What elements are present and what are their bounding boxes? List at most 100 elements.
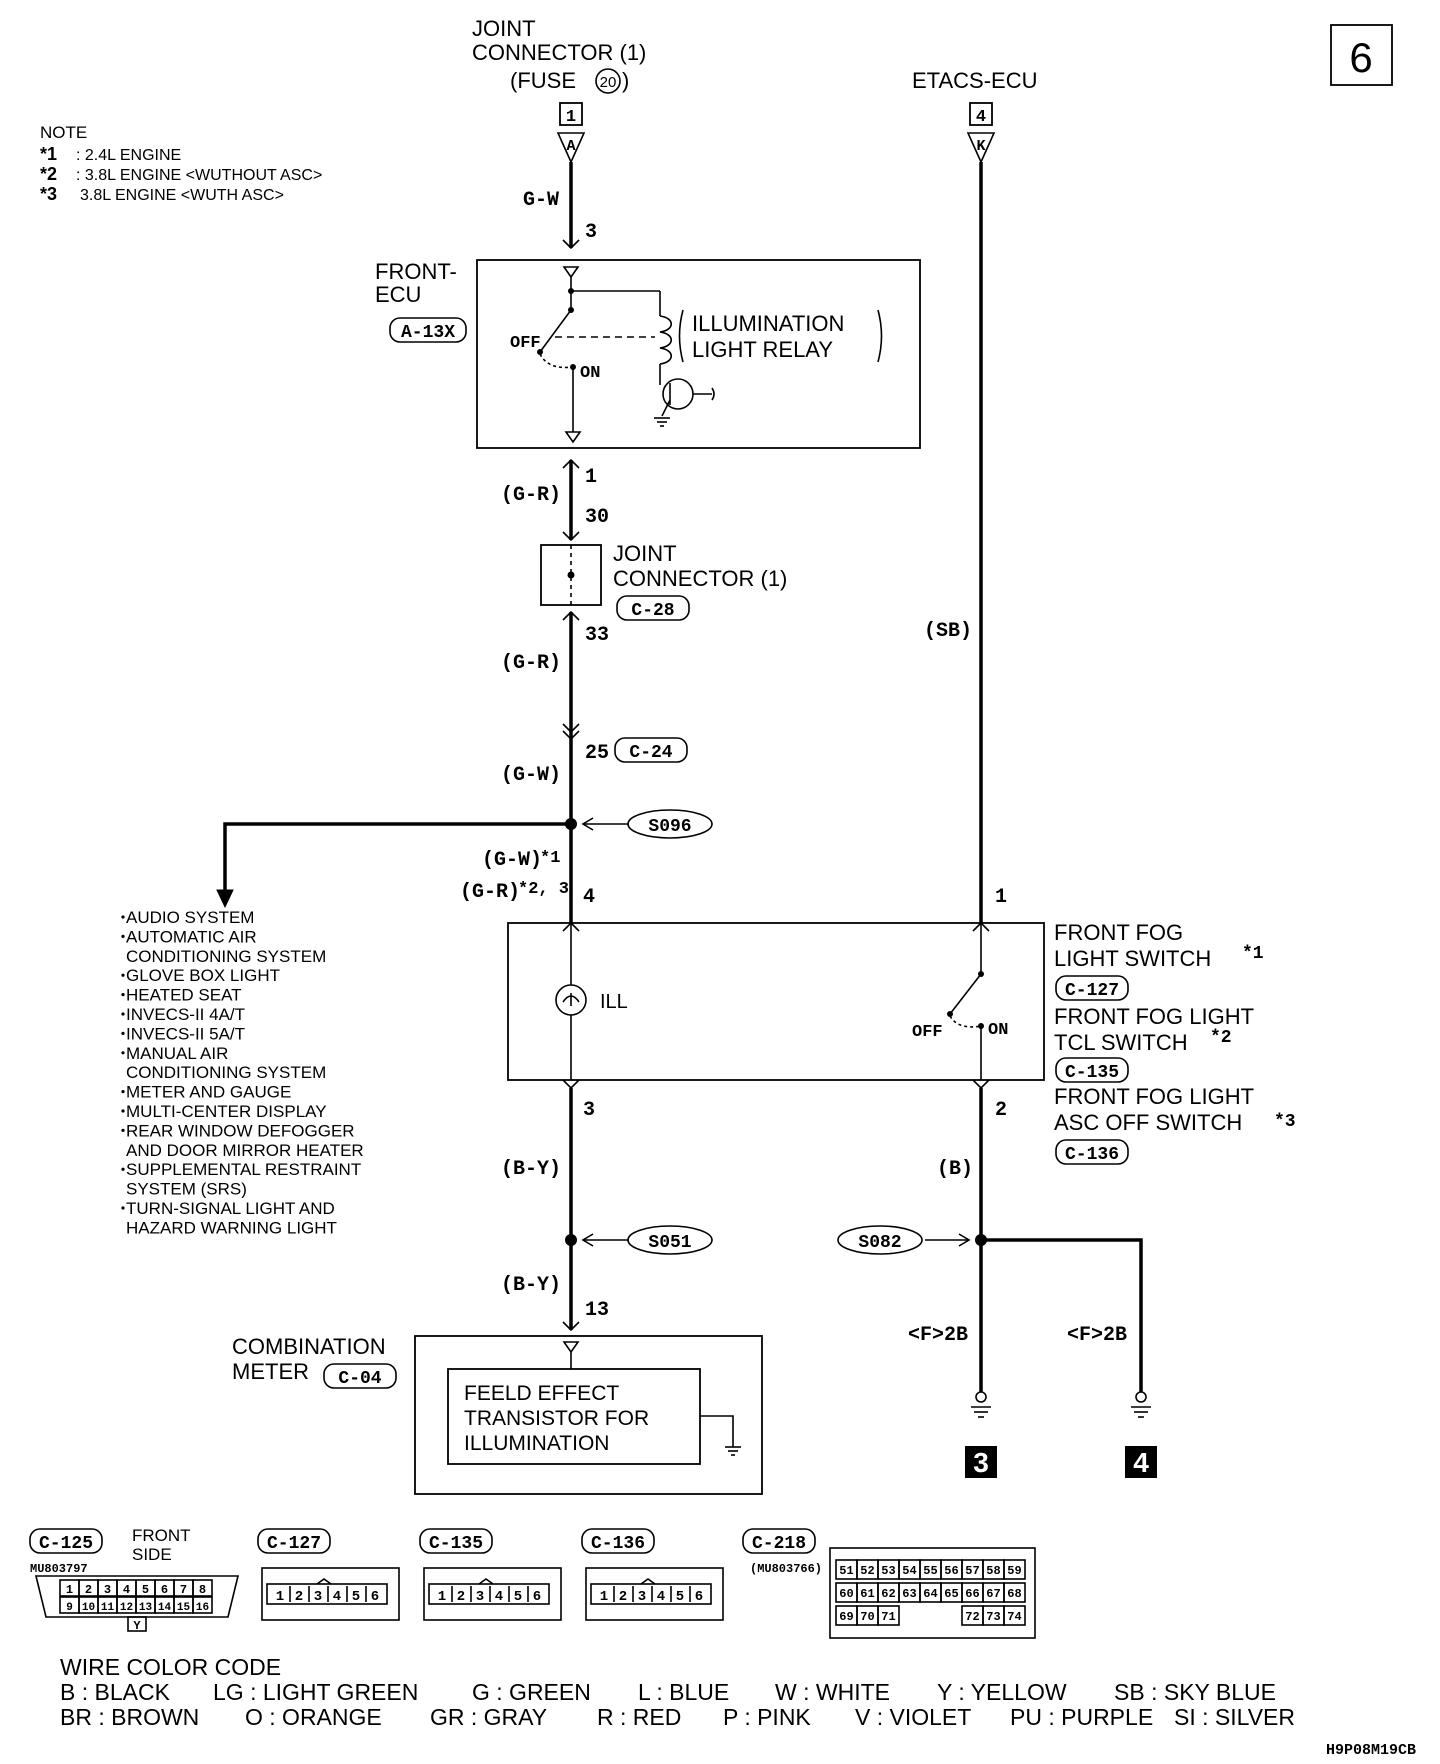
pin-label: 57	[965, 1564, 979, 1578]
wire-color-by-1: (B-Y)	[501, 1158, 561, 1181]
switch-1-line-2: LIGHT SWITCH	[1054, 946, 1211, 971]
switch-off: OFF	[912, 1023, 943, 1042]
pin-label: 68	[1007, 1587, 1021, 1601]
joint-connector-c28: JOINT CONNECTOR (1) C-28	[540, 541, 787, 621]
pin-c24: 25	[585, 742, 609, 765]
meter-label-2: METER	[232, 1359, 309, 1384]
etacs-terminal: K	[976, 138, 985, 155]
pin-row	[428, 1583, 550, 1605]
meter-label-1: COMBINATION	[232, 1334, 386, 1359]
pin-ecu-in: 3	[585, 221, 597, 244]
branch-system-item: TURN-SIGNAL LIGHT AND	[126, 1199, 335, 1218]
note-title: NOTE	[40, 123, 87, 142]
bullet-icon	[121, 934, 125, 939]
wire-color-entry: GR : GRAY	[430, 1704, 547, 1730]
wire-color-entry: BR : BROWN	[60, 1704, 199, 1730]
branch-system-item: SYSTEM (SRS)	[126, 1180, 247, 1199]
relay-off: OFF	[510, 334, 541, 353]
pin-label: 3	[314, 1589, 322, 1605]
pin-row	[266, 1583, 388, 1605]
pin-label: 7	[180, 1583, 187, 1597]
pin-jc-in: 30	[585, 506, 609, 529]
pin-label: 12	[120, 1602, 133, 1614]
branch-system-item: MANUAL AIR	[126, 1044, 228, 1063]
bracket-icon	[877, 309, 883, 363]
c127-badge	[257, 1528, 331, 1554]
ground-ref-b: <F>2B	[1067, 1324, 1127, 1347]
pin-cell	[877, 1605, 900, 1626]
ground-b: 4	[1125, 1391, 1157, 1478]
wire-color-by-2: (B-Y)	[501, 1274, 561, 1297]
pin-label: 9	[66, 1602, 73, 1614]
c136-id: C-136	[591, 1534, 645, 1554]
fuse-number-circle	[595, 68, 621, 94]
terminal-mark	[562, 1079, 580, 1090]
front-ecu: FRONT- ECU A-13X OFF ON ILLUMI	[375, 259, 921, 449]
pin-label: 1	[276, 1589, 284, 1605]
etacs-label: ETACS-ECU	[912, 68, 1038, 93]
page-number-box	[1330, 24, 1393, 86]
splice-s082: S082	[858, 1233, 901, 1253]
jc-connector-badge	[616, 595, 690, 621]
branch-system-item: HEATED SEAT	[126, 986, 242, 1005]
meter-inner-3: ILLUMINATION	[464, 1432, 609, 1455]
switch-3-line-2: ASC OFF SWITCH	[1054, 1110, 1242, 1135]
pin-label: 63	[902, 1587, 916, 1601]
pin-label: 1	[66, 1583, 73, 1597]
ground-a-number: 3	[973, 1447, 989, 1478]
illumination-bulb-icon	[555, 984, 587, 1016]
pin-label: 51	[839, 1564, 853, 1578]
c218-id: C-218	[752, 1534, 806, 1554]
switch-contact-path	[949, 1015, 982, 1028]
pin-label: 3	[476, 1589, 484, 1605]
pin-cell	[1003, 1605, 1026, 1626]
note-mark-1: *1	[40, 144, 57, 164]
c24-connector: C-24	[629, 743, 672, 763]
pin-cell	[192, 1596, 213, 1614]
latch-icon	[640, 1578, 656, 1585]
pin-label: 14	[158, 1602, 172, 1614]
front-ecu-connector: A-13X	[401, 323, 455, 343]
wire-color-entry: SB : SKY BLUE	[1114, 1679, 1276, 1705]
wire-color-entry: L : BLUE	[638, 1679, 729, 1705]
c125-housing	[34, 1575, 240, 1618]
branch-system-item: METER AND GAUGE	[126, 1083, 291, 1102]
pin-label: 8	[199, 1583, 206, 1597]
terminal-mark	[562, 1321, 580, 1332]
c127-id: C-127	[267, 1534, 321, 1554]
pin-label: 3	[104, 1583, 111, 1597]
c218-badge	[742, 1528, 816, 1554]
ground-a-tag	[965, 1446, 997, 1478]
front-ecu-label-2: ECU	[375, 282, 421, 307]
pin-label: 2	[85, 1583, 92, 1597]
pin-label: 52	[860, 1564, 874, 1578]
switch-1-connector-badge	[1055, 975, 1129, 1001]
wire-color-entry: B : BLACK	[60, 1679, 171, 1705]
inner-wire	[700, 1415, 734, 1447]
pin-sw-in-right: 1	[995, 886, 1007, 909]
terminal-mark	[562, 458, 580, 469]
note-block: NOTE *1 : 2.4L ENGINE *2 : 3.8L ENGINE <…	[40, 123, 322, 204]
pin-label: 55	[923, 1564, 937, 1578]
switch-1-mark: *1	[1242, 944, 1264, 964]
splice-s051-node	[565, 1234, 577, 1246]
wire-color-entry: SI : SILVER	[1174, 1704, 1295, 1730]
source-line-3: (FUSE	[510, 68, 576, 93]
pin-label: 73	[986, 1610, 1000, 1624]
relay-contact-arm	[539, 309, 572, 353]
pin-label: 67	[986, 1587, 1000, 1601]
terminal-mark	[562, 610, 580, 621]
splice-arrow-icon	[958, 1233, 971, 1247]
branch-system-item: SUPPLEMENTAL RESTRAINT	[126, 1160, 361, 1179]
note-text-3: 3.8L ENGINE <WUTH ASC>	[80, 187, 284, 204]
pin-label: 4	[333, 1589, 341, 1605]
branch-system-item: GLOVE BOX LIGHT	[126, 966, 280, 985]
bullet-icon	[121, 1109, 125, 1113]
wire-color-gr-1: (G-R)	[501, 484, 561, 507]
switch-1-line-1: FRONT FOG	[1054, 920, 1183, 945]
